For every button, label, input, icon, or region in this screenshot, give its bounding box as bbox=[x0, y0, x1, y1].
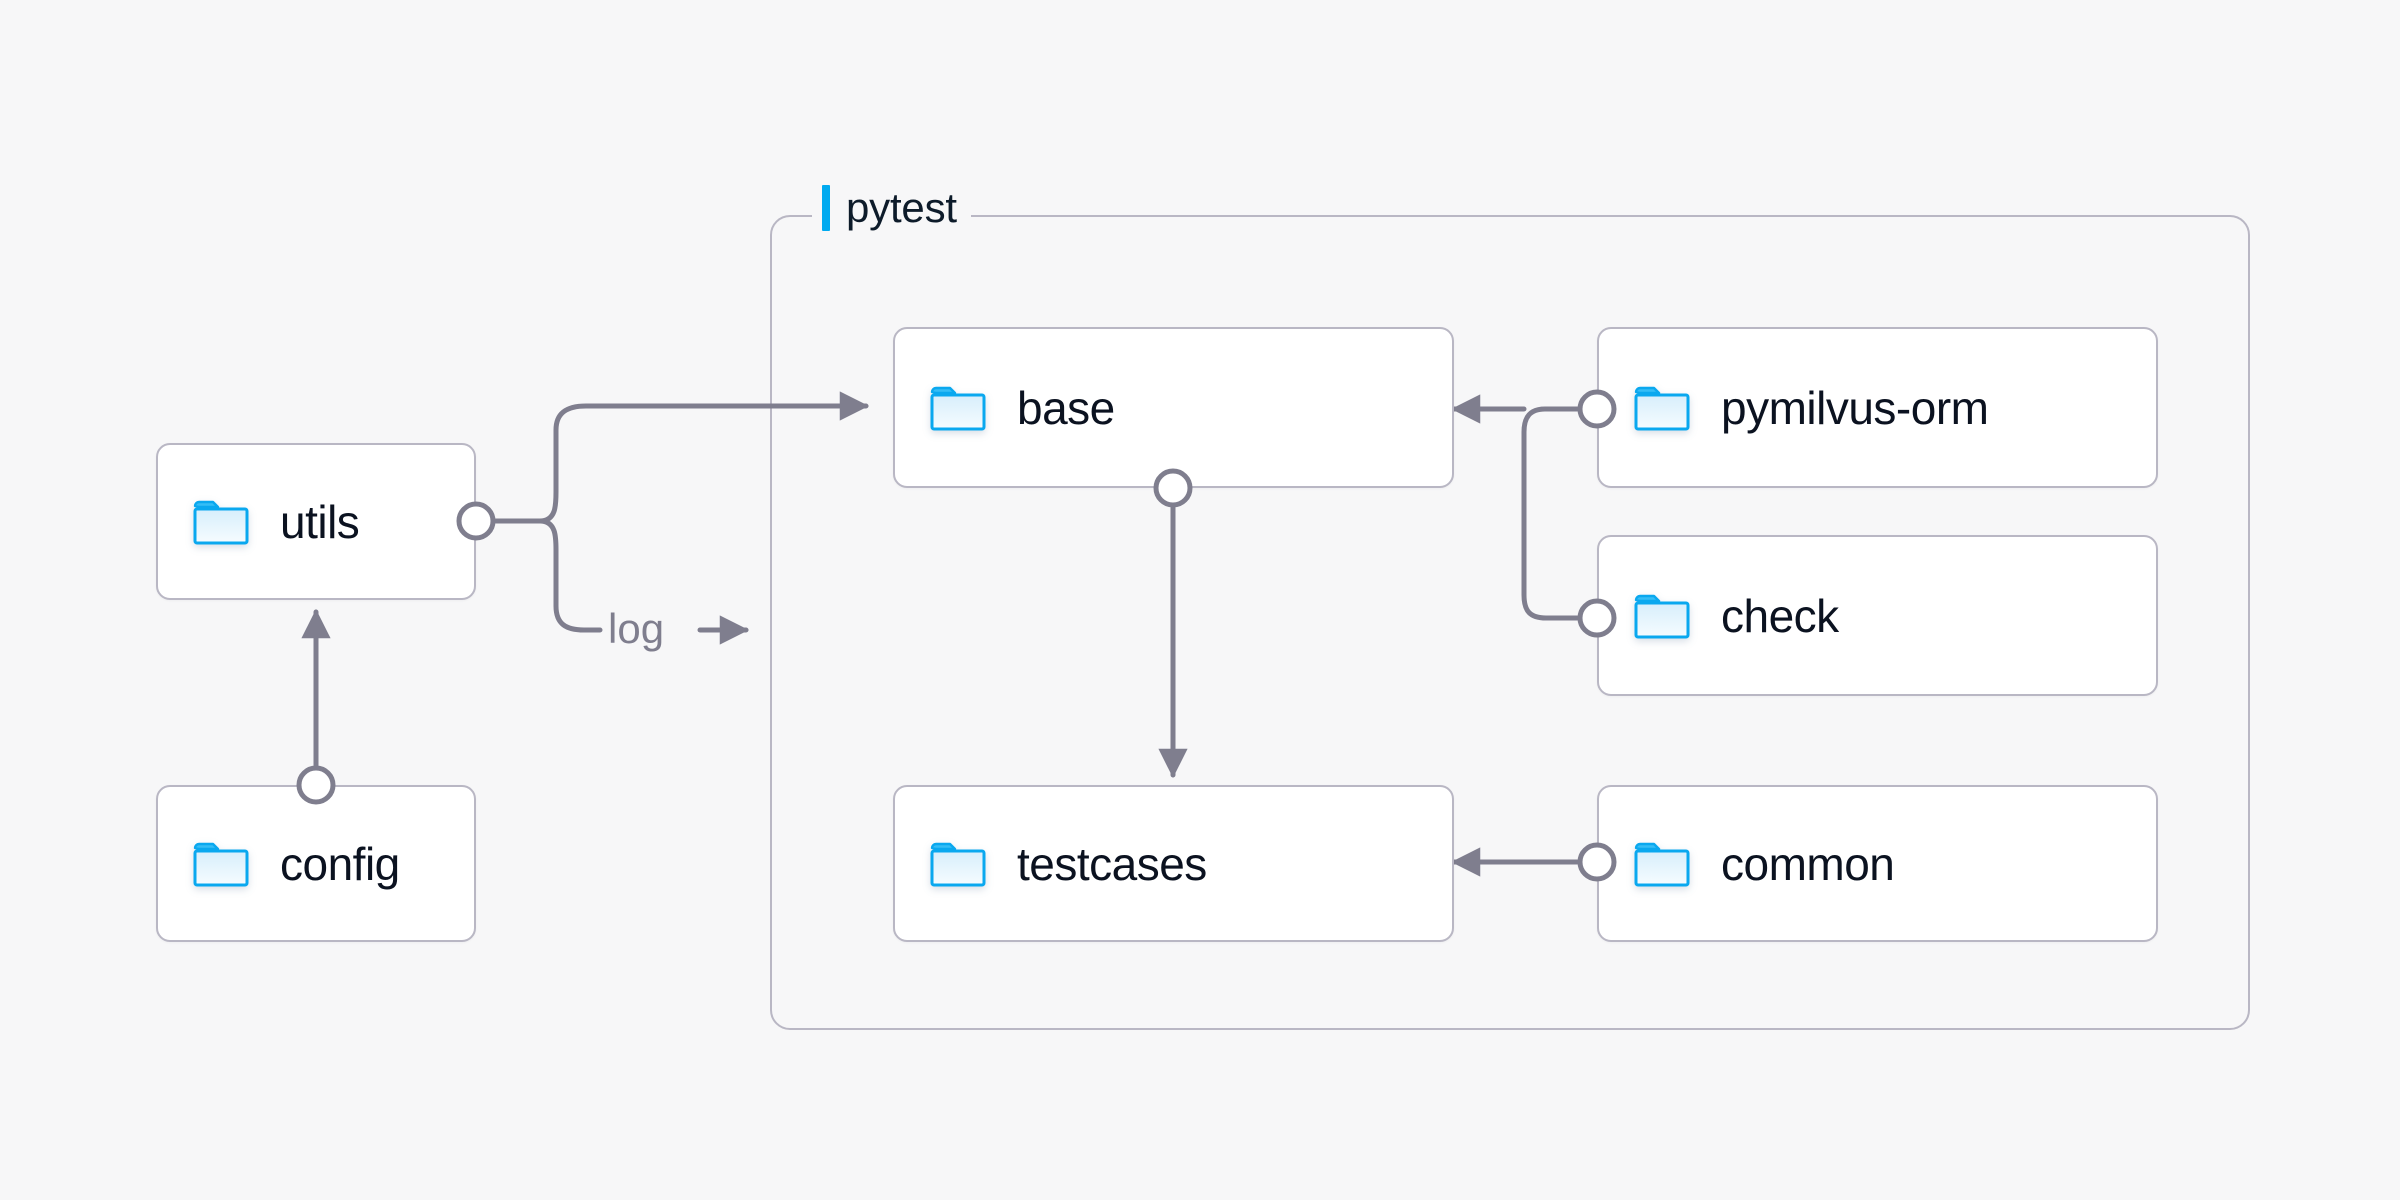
group-pytest-label: pytest bbox=[812, 185, 971, 231]
folder-icon bbox=[930, 386, 986, 430]
node-check-label: check bbox=[1721, 589, 1839, 642]
folder-icon bbox=[930, 842, 986, 886]
node-common-label: common bbox=[1721, 837, 1895, 890]
node-common[interactable]: common bbox=[1597, 785, 2158, 942]
folder-icon bbox=[193, 500, 249, 544]
node-base[interactable]: base bbox=[893, 327, 1454, 488]
folder-icon bbox=[193, 842, 249, 886]
node-config-label: config bbox=[280, 837, 400, 890]
node-pymilvus-orm-label: pymilvus-orm bbox=[1721, 381, 1989, 434]
node-pymilvus-orm[interactable]: pymilvus-orm bbox=[1597, 327, 2158, 488]
group-accent-bar bbox=[822, 185, 830, 231]
node-base-label: base bbox=[1017, 381, 1115, 434]
group-pytest[interactable] bbox=[770, 215, 2250, 1030]
node-config[interactable]: config bbox=[156, 785, 476, 942]
folder-icon bbox=[1634, 594, 1690, 638]
folder-icon bbox=[1634, 842, 1690, 886]
node-check[interactable]: check bbox=[1597, 535, 2158, 696]
group-pytest-label-text: pytest bbox=[846, 184, 957, 231]
node-testcases-label: testcases bbox=[1017, 837, 1207, 890]
node-testcases[interactable]: testcases bbox=[893, 785, 1454, 942]
folder-icon bbox=[1634, 386, 1690, 430]
wire-utils-to-log bbox=[537, 518, 603, 633]
edge-label-log: log bbox=[608, 605, 665, 652]
node-utils-label: utils bbox=[280, 495, 360, 548]
node-utils[interactable]: utils bbox=[156, 443, 476, 600]
